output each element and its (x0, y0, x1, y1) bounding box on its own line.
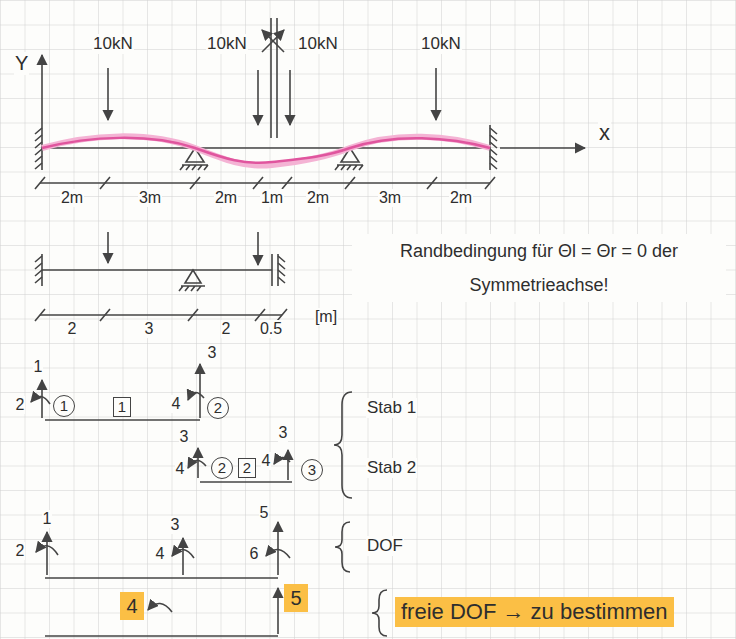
member-line (200, 481, 292, 483)
member-line (45, 419, 200, 421)
highlight: 4 (120, 592, 143, 620)
label: x (598, 120, 611, 145)
dof-arrow (197, 448, 199, 478)
label: 3 (278, 424, 289, 442)
load-arrow (107, 232, 109, 263)
note: Randbedingung für Θl = Θr = 0 der Symmet… (352, 234, 726, 302)
label: 2 (221, 320, 232, 338)
node-text: 4 (126, 595, 137, 618)
label: 3 (144, 320, 155, 338)
load-arrow (257, 232, 259, 265)
pin-support (179, 270, 205, 291)
node-text: 1 (60, 397, 68, 414)
deflection-curve (42, 138, 490, 163)
label: 4 (155, 545, 166, 563)
label: 3 (207, 344, 218, 362)
node-text: 3 (308, 461, 316, 478)
fixed-support-hatch (35, 256, 42, 283)
label: Stab 1 (366, 398, 417, 418)
label: 10kN (297, 34, 339, 54)
moment-arrow (172, 549, 194, 558)
moment-arrow (148, 603, 172, 612)
label: 6 (249, 545, 260, 563)
node-text: 2 (214, 399, 222, 416)
label: 2m (60, 189, 84, 207)
label: 2 (67, 320, 78, 338)
dof-arrow (182, 538, 184, 575)
label: 2m (306, 189, 330, 207)
dimension-line (40, 182, 490, 184)
sliding-support (271, 254, 273, 286)
dof-arrow (287, 450, 289, 480)
brace (372, 590, 387, 636)
moment-arrow (188, 392, 204, 400)
beam (42, 269, 272, 271)
moment-arrow (188, 460, 206, 468)
moment-arrow (274, 457, 290, 464)
label: 2 (15, 542, 26, 560)
dof-arrow (277, 522, 279, 575)
node-text: 5 (290, 587, 301, 610)
label: 3 (179, 428, 190, 446)
moment-arrow (266, 549, 290, 558)
label: 4 (171, 395, 182, 413)
label: 10kN (206, 34, 248, 54)
label: 1 (42, 510, 53, 528)
dof-arrow (46, 532, 48, 575)
label: DOF (366, 536, 404, 556)
label: 1m (260, 189, 284, 207)
beam (45, 577, 278, 579)
label: 5 (259, 504, 270, 522)
beam (42, 147, 490, 149)
label: 3m (138, 189, 162, 207)
node-text: 2 (218, 459, 226, 476)
symmetry-cross (262, 30, 284, 52)
load-arrow (289, 70, 291, 125)
label: 10kN (420, 34, 462, 54)
load-arrow (107, 68, 109, 120)
y-axis (41, 55, 43, 170)
dof-arrow (199, 364, 201, 418)
dof-arrow (277, 588, 279, 634)
moment-arrow (36, 546, 58, 555)
sliding-support-hatch (278, 256, 285, 283)
label: 1 (33, 358, 44, 376)
dimension-line (40, 314, 282, 316)
x-axis (500, 147, 585, 149)
label: Y (14, 52, 29, 75)
symmetry-axis (270, 18, 272, 138)
label: 2 (15, 396, 26, 414)
highlight: 5 (284, 584, 307, 612)
deflection-shade (42, 136, 490, 165)
fixed-support-hatch (490, 128, 497, 169)
label: 2m (214, 189, 238, 207)
load-arrow (435, 68, 437, 120)
label: 4 (261, 452, 272, 470)
beam (45, 635, 278, 637)
label: 2m (449, 189, 473, 207)
symmetry-cross (262, 30, 284, 52)
label: 10kN (92, 34, 134, 54)
dof-arrow (41, 380, 43, 418)
label: 3 (170, 516, 181, 534)
node-text: 2 (243, 459, 251, 476)
node-text: 1 (118, 398, 126, 415)
label: 4 (175, 460, 186, 478)
brace (334, 392, 352, 498)
label: [m] (314, 308, 338, 326)
highlight: freie DOF → zu bestimmen (395, 597, 674, 627)
brace (335, 522, 350, 572)
load-arrow (257, 70, 259, 125)
label: 3m (378, 189, 402, 207)
element-box: 2 (238, 458, 255, 478)
fixed-support-hatch (35, 128, 42, 169)
node-text: freie DOF → zu bestimmen (401, 599, 668, 624)
dimension-ticks (35, 177, 495, 189)
moment-arrow (31, 396, 50, 404)
label: Stab 2 (366, 458, 417, 478)
label: 0.5 (259, 320, 283, 338)
element-box: 1 (113, 397, 130, 417)
